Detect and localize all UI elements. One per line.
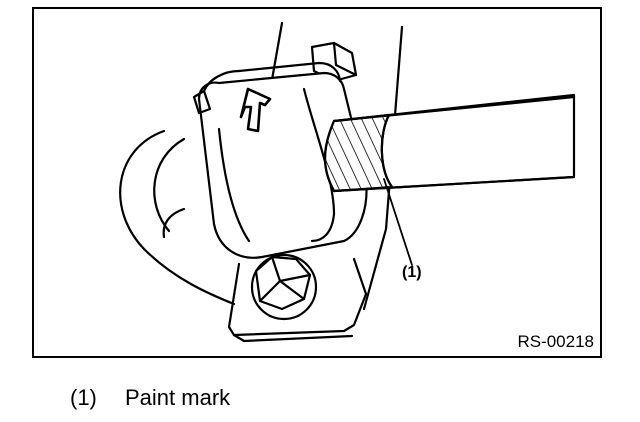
figure-frame: (1) RS-00218 (32, 7, 602, 358)
bracket-plate (227, 257, 368, 337)
background-line-right (362, 25, 404, 311)
legend-number: (1) (70, 385, 97, 410)
legend-text: Paint mark (125, 385, 231, 410)
callout-leader (383, 178, 413, 266)
direction-arrow-icon (239, 87, 272, 133)
legend: (1) Paint mark (70, 385, 230, 411)
stabilizer-bushing-illustration (119, 21, 576, 343)
figure-code: RS-00218 (517, 332, 594, 351)
pipe-curve (119, 129, 236, 306)
callout-1-label: (1) (402, 264, 422, 281)
